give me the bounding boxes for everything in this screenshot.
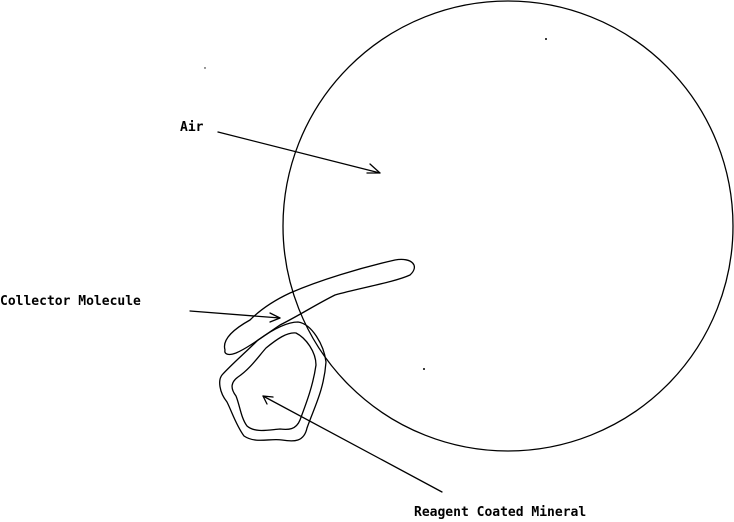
collector-arrow <box>189 310 281 323</box>
air-bubble <box>282 0 734 452</box>
reagent-coated-mineral-label: Reagent Coated Mineral <box>414 505 586 520</box>
collector-molecule-label: Collector Molecule <box>0 294 141 309</box>
mineral-arrow <box>262 395 443 493</box>
speck <box>423 368 425 370</box>
collector-molecule-shape <box>223 258 415 356</box>
speck <box>204 67 206 69</box>
air-label: Air <box>180 120 204 135</box>
mineral-particle-shape <box>231 332 317 432</box>
reagent-coating-shape <box>219 321 327 442</box>
speck <box>545 38 547 40</box>
air-arrow <box>217 131 381 174</box>
